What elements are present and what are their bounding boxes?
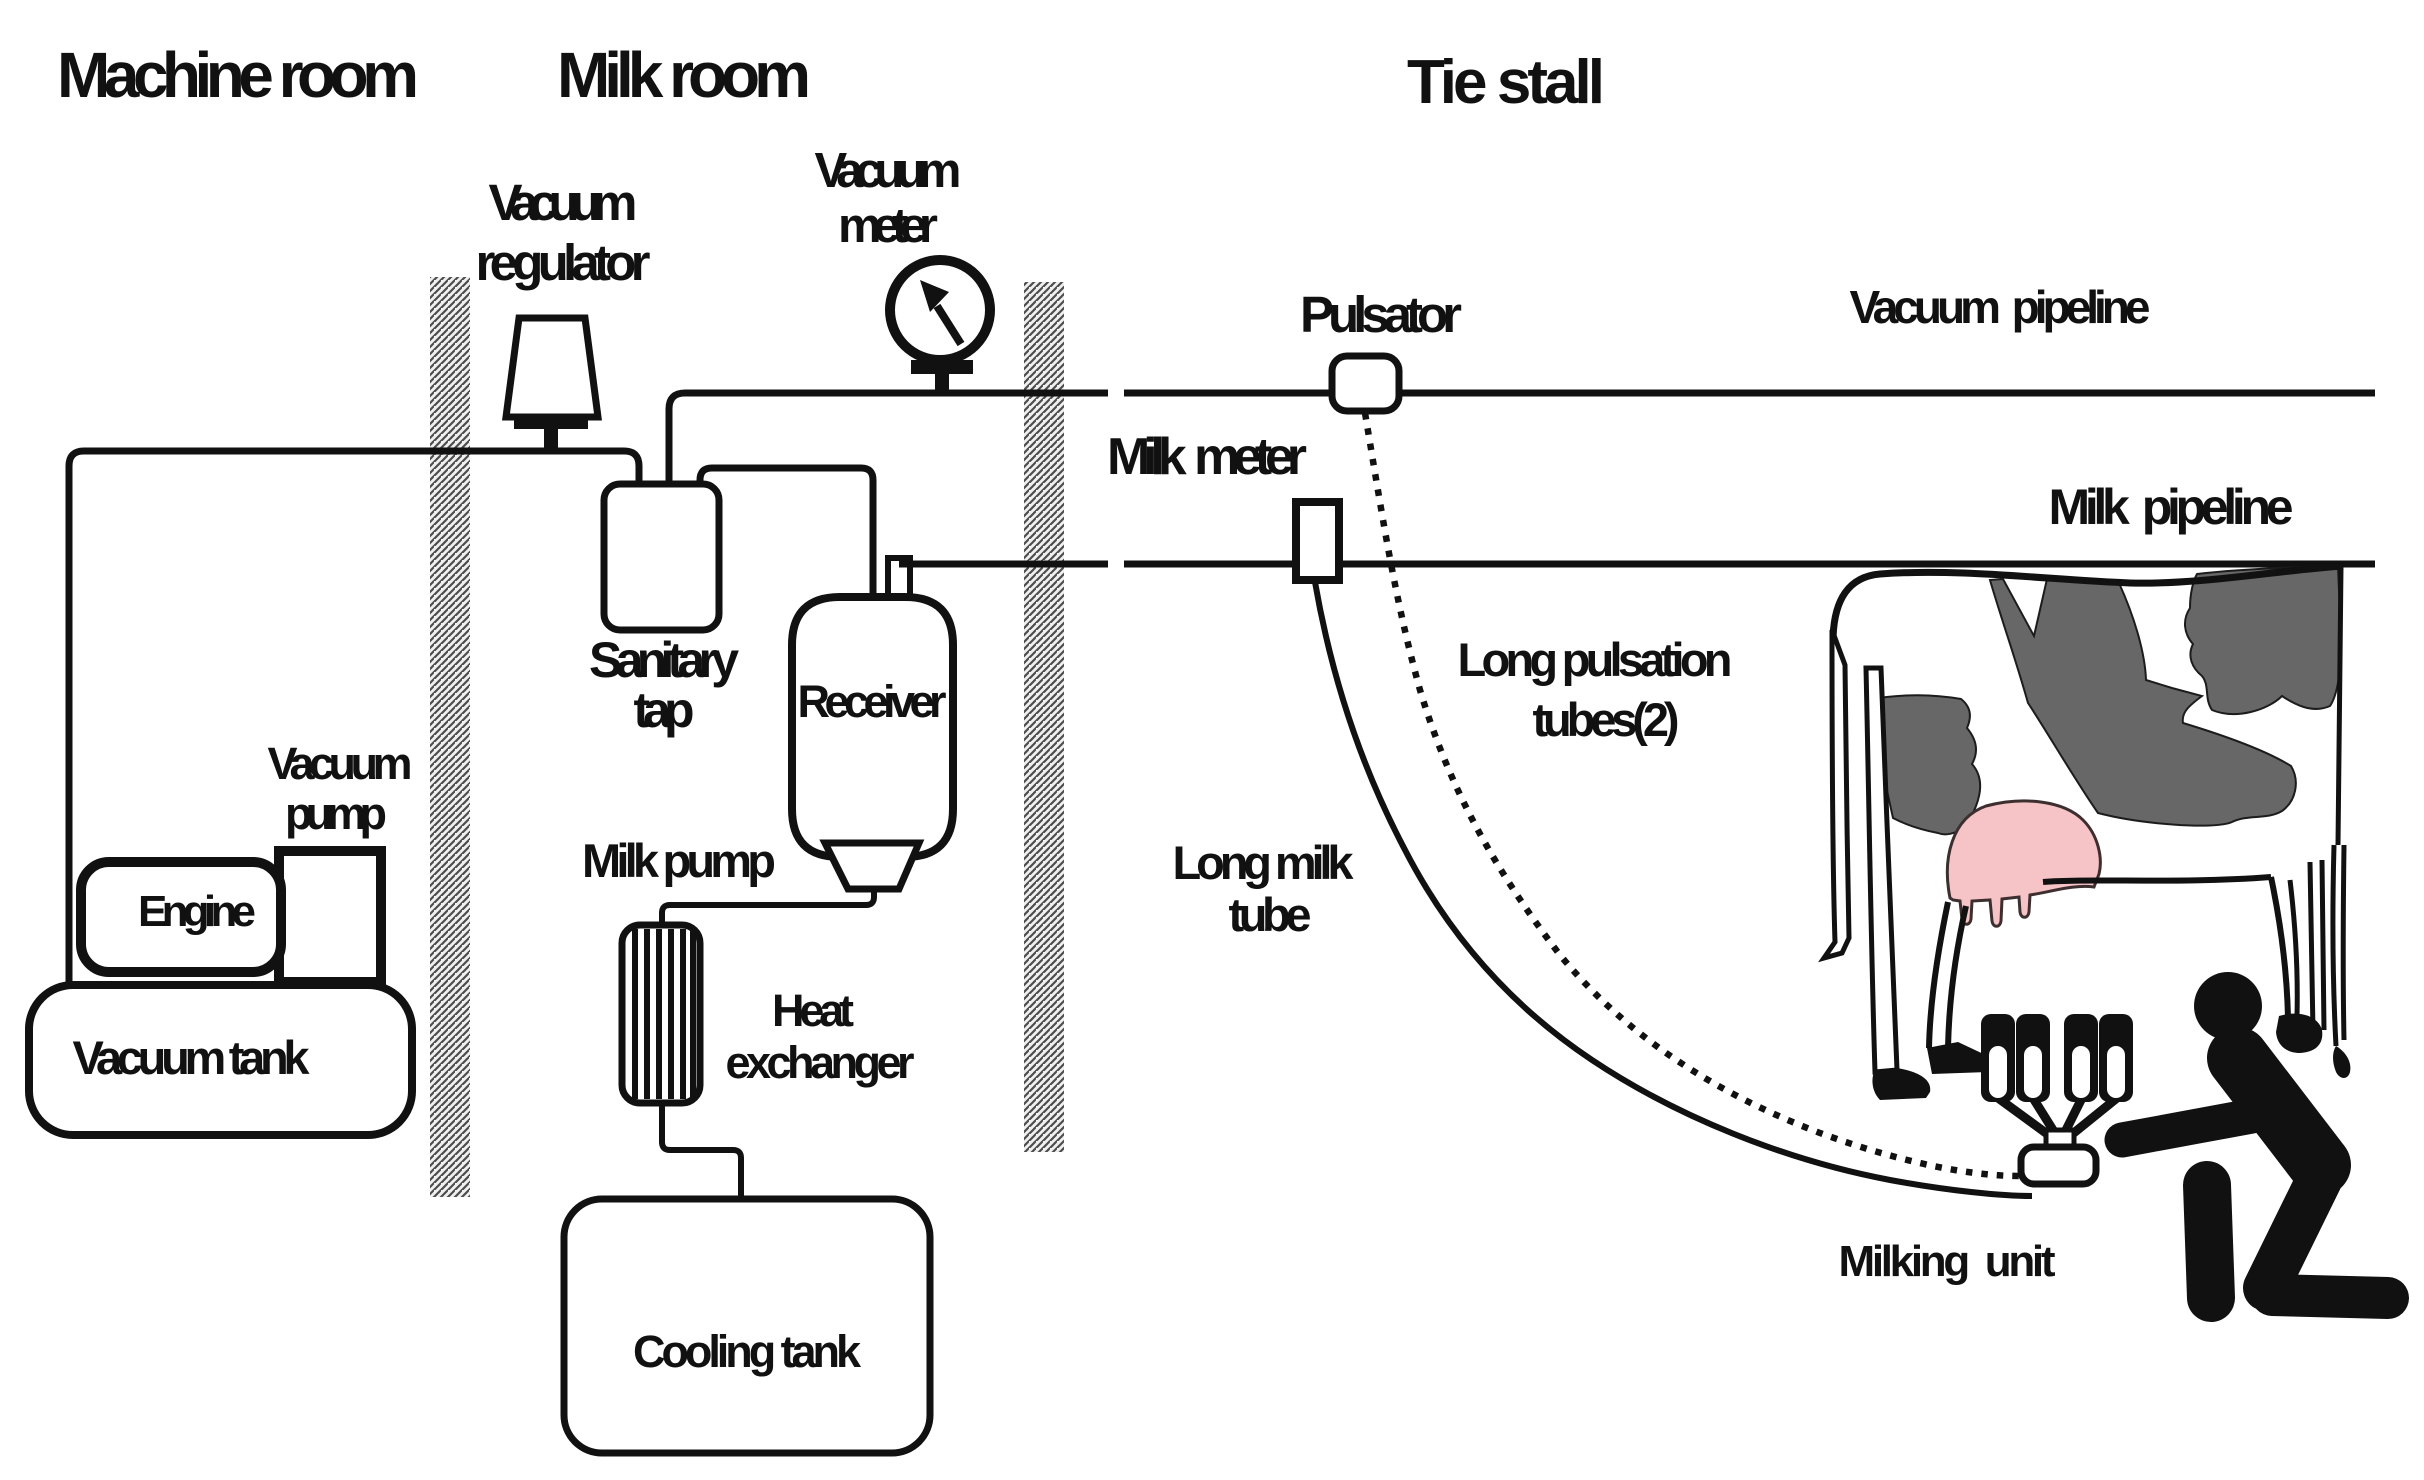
svg-text:Vacuum pipeline: Vacuum pipeline [1850,281,2151,333]
svg-text:Receiver: Receiver [798,676,947,727]
svg-text:Sanitary: Sanitary [589,632,739,688]
svg-text:tube: tube [1229,888,1312,941]
svg-text:pump: pump [285,788,387,839]
svg-text:Machine room: Machine room [57,39,419,111]
svg-text:Milk pump: Milk pump [582,834,776,887]
svg-text:Long milk: Long milk [1173,836,1355,889]
svg-text:tap: tap [634,682,695,738]
svg-text:Vacuum: Vacuum [815,144,962,198]
svg-text:Vacuum: Vacuum [489,174,638,231]
svg-text:Heat: Heat [772,985,854,1036]
svg-text:Vacuum: Vacuum [268,738,413,789]
svg-text:Tie stall: Tie stall [1407,48,1605,117]
svg-text:exchanger: exchanger [726,1037,915,1088]
svg-text:Vacuum tank: Vacuum tank [73,1031,311,1084]
svg-text:Long pulsation: Long pulsation [1458,633,1733,686]
svg-text:meter: meter [838,199,938,253]
svg-text:Milk room: Milk room [557,39,811,111]
svg-text:regulator: regulator [476,234,651,291]
svg-text:Pulsator: Pulsator [1300,286,1462,343]
svg-text:Engine: Engine [138,887,256,936]
svg-text:tubes(2): tubes(2) [1533,693,1680,746]
svg-text:Milking unit: Milking unit [1839,1237,2056,1286]
svg-text:Cooling tank: Cooling tank [633,1326,862,1377]
svg-text:Milk pipeline: Milk pipeline [2049,479,2294,535]
svg-text:Milk meter: Milk meter [1107,428,1307,486]
